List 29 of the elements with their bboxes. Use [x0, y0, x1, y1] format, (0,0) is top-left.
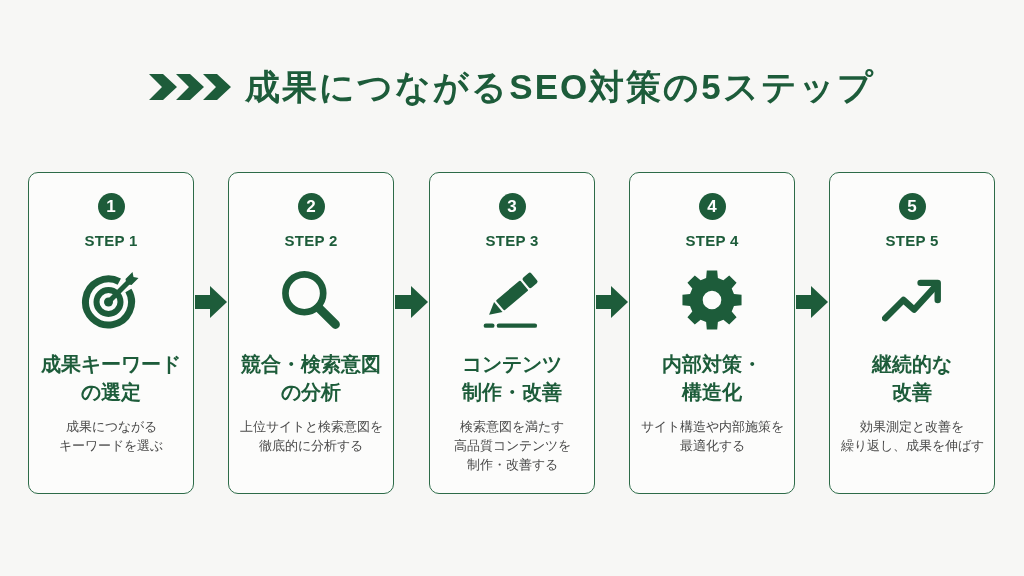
- step-description: サイト構造や内部施策を最適化する: [640, 419, 784, 455]
- step-number: 2: [297, 193, 325, 220]
- step-label: STEP 3: [485, 231, 539, 251]
- step-number: 1: [97, 193, 125, 220]
- step-title: コンテンツ制作・改善: [462, 352, 562, 405]
- arrow: [796, 286, 828, 318]
- diagram-title: 成果につながるSEO対策の5ステップ: [245, 66, 875, 108]
- step-title: 内部対策・構造化: [662, 352, 762, 405]
- step-label: STEP 1: [84, 231, 138, 251]
- arrow: [596, 286, 628, 318]
- step-description: 効果測定と改善を繰り返し、成果を伸ばす: [840, 419, 984, 455]
- arrow: [195, 286, 227, 318]
- step-description: 検索意図を満たす高品質コンテンツを制作・改善する: [453, 419, 571, 474]
- step-number: 3: [498, 193, 526, 220]
- step-number: 4: [698, 193, 726, 220]
- step-label: STEP 4: [685, 231, 739, 251]
- step-card: [829, 172, 995, 494]
- step-title: 成果キーワードの選定: [41, 352, 181, 405]
- step-card: [228, 172, 394, 494]
- step-description: 成果につながるキーワードを選ぶ: [59, 419, 163, 455]
- step-number: 5: [898, 193, 926, 220]
- step-label: STEP 5: [885, 231, 939, 251]
- step-card: [629, 172, 795, 494]
- step-card: [28, 172, 194, 494]
- step-description: 上位サイトと検索意図を徹底的に分析する: [239, 419, 383, 455]
- step-label: STEP 2: [284, 231, 338, 251]
- step-card: [429, 172, 595, 494]
- step-title: 継続的な改善: [872, 352, 952, 405]
- step-title: 競合・検索意図の分析: [241, 352, 381, 405]
